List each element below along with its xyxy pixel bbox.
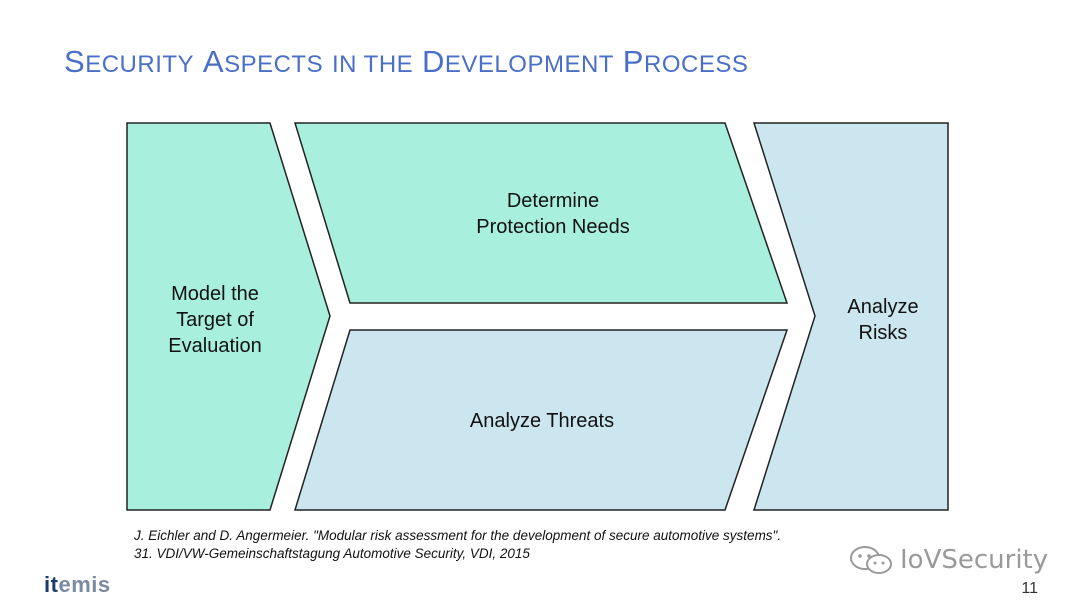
model-line-2: Target of	[176, 309, 254, 331]
slide-title: SECURITY ASPECTS IN THE DEVELOPMENT PROC…	[64, 44, 748, 80]
chat-bubbles-icon	[850, 546, 892, 574]
itemis-logo: itemis	[44, 572, 111, 598]
logo-part-1: it	[44, 572, 59, 597]
title-cap-2: A	[202, 44, 225, 79]
protection-line-1: Determine	[506, 190, 600, 212]
analyze-threats-shape	[293, 329, 789, 511]
protection-line-2: Protection Needs	[476, 216, 630, 238]
logo-part-2: emis	[58, 572, 111, 597]
title-rest-4: EVELOPMENT	[444, 51, 614, 78]
model-line-3: Evaluation	[168, 335, 262, 357]
threats-line-1: Analyze Threats	[469, 410, 615, 432]
analyze-risks-shape	[752, 122, 949, 511]
model-target-shape	[126, 122, 331, 511]
analyze-threats-label: Analyze Threats	[400, 408, 684, 434]
protection-needs-label: Determine Protection Needs	[400, 188, 706, 240]
title-rest-2: SPECTS	[224, 51, 324, 78]
title-cap-5: P	[622, 44, 644, 79]
title-rest-5: ROCESS	[643, 51, 749, 78]
analyze-risks-label: Analyze Risks	[820, 294, 946, 346]
risks-line-1: Analyze	[847, 296, 919, 318]
reference-line-2: 31. VDI/VW-Gemeinschaftstagung Automotiv…	[134, 546, 530, 561]
reference-line-1: J. Eichler and D. Angermeier. "Modular r…	[134, 528, 782, 543]
title-cap-4: D	[422, 44, 445, 79]
model-line-1: Model the	[171, 283, 259, 305]
title-rest-1: ECURITY	[85, 51, 195, 78]
reference-citation: J. Eichler and D. Angermeier. "Modular r…	[134, 527, 781, 563]
title-cap-1: S	[64, 44, 86, 79]
page-number: 11	[1021, 580, 1038, 597]
model-target-label: Model the Target of Evaluation	[127, 281, 303, 359]
watermark: IoVSecurity	[848, 544, 1048, 576]
title-word-3: IN THE	[331, 51, 414, 78]
watermark-text: IoVSecurity	[900, 545, 1049, 575]
protection-needs-shape	[293, 122, 789, 304]
risks-line-2: Risks	[858, 322, 908, 344]
